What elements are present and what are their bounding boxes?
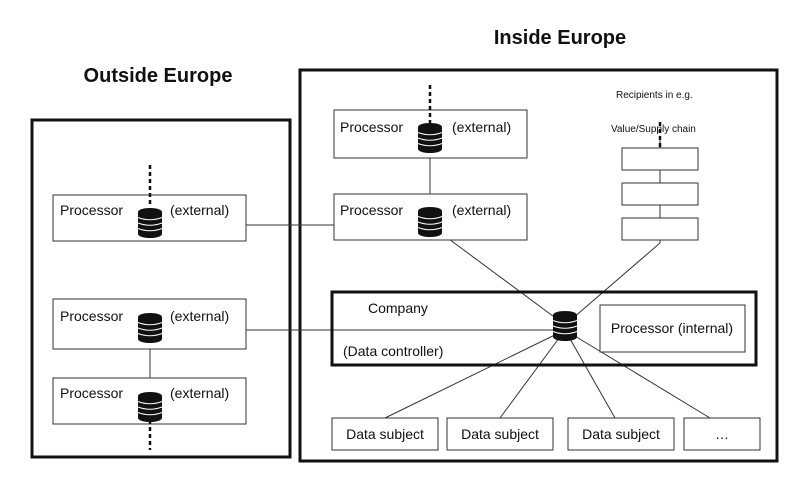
processor-label: Processor — [60, 202, 123, 218]
database-icon — [137, 207, 163, 239]
data-subject-3: Data subject — [567, 417, 675, 451]
inside-europe-heading: Inside Europe — [494, 27, 626, 49]
company-title: Company — [368, 300, 428, 316]
link-company-to-subject-1 — [384, 329, 566, 419]
processor-label: Processor — [60, 385, 123, 401]
outside-europe-region — [30, 118, 292, 459]
recipient-box-2 — [621, 182, 699, 206]
internal-processor: Processor (internal) — [599, 304, 746, 353]
data-subject-label: Data subject — [582, 426, 660, 442]
processor-label: Processor — [60, 308, 123, 324]
link-company-to-subject-2 — [499, 329, 566, 419]
link-inside-middle-to-company — [429, 224, 566, 326]
processor-label: Processor — [340, 119, 403, 135]
data-subject-1: Data subject — [331, 417, 439, 451]
company-subtitle: (Data controller) — [343, 343, 443, 359]
recipients-label-line2: Value/Supply chain — [611, 124, 696, 135]
outside-europe-heading: Outside Europe — [84, 65, 233, 87]
database-icon — [417, 122, 443, 154]
recipients-label-line1: Recipients in e.g. — [616, 90, 693, 101]
database-icon — [137, 391, 163, 423]
external-label: (external) — [452, 119, 511, 135]
external-label: (external) — [170, 308, 229, 324]
recipient-box-1 — [621, 147, 699, 171]
company-box: Company (Data controller) — [330, 290, 758, 367]
database-icon — [137, 312, 163, 344]
data-subject-label: Data subject — [461, 426, 539, 442]
data-subject-more: … — [683, 417, 761, 451]
recipient-box-3 — [621, 217, 699, 241]
link-company-to-subject-3 — [564, 329, 616, 419]
external-label: (external) — [170, 202, 229, 218]
link-company-to-ellipsis — [564, 329, 711, 419]
external-label: (external) — [170, 385, 229, 401]
database-icon — [552, 310, 578, 342]
ellipsis-label: … — [715, 426, 729, 442]
processor-label: Processor — [340, 202, 403, 218]
internal-processor-label: Processor (internal) — [611, 320, 733, 336]
data-subject-label: Data subject — [346, 426, 424, 442]
database-icon — [417, 206, 443, 238]
link-recipients-to-company — [564, 242, 661, 326]
data-subject-2: Data subject — [446, 417, 554, 451]
external-label: (external) — [452, 202, 511, 218]
inside-europe-region — [298, 68, 779, 463]
